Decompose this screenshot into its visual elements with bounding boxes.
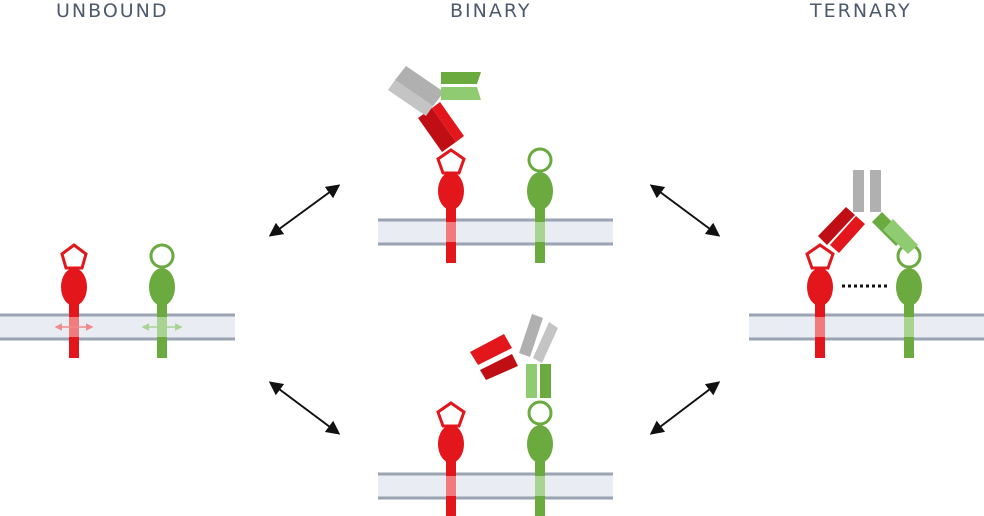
- pentagon-ligand-icon: [436, 148, 466, 175]
- bispecific-antibody: [470, 314, 558, 398]
- red-receptor: [436, 401, 466, 516]
- double-arrow-icon: [268, 381, 341, 435]
- pentagon-ligand-icon: [805, 243, 835, 270]
- circle-ligand-icon: [149, 243, 175, 269]
- membrane: [749, 313, 984, 341]
- red-receptor: [54, 243, 94, 358]
- label-unbound: UNBOUND: [56, 0, 169, 22]
- membrane: [378, 218, 613, 246]
- membrane: [378, 472, 613, 500]
- bispecific-antibody: [818, 170, 918, 254]
- binary-red-bound-state: [378, 66, 613, 263]
- green-receptor: [527, 147, 553, 263]
- green-receptor: [896, 243, 922, 358]
- red-receptor: [436, 148, 466, 263]
- green-receptor: [527, 400, 553, 516]
- circle-ligand-icon: [527, 400, 553, 426]
- green-receptor: [141, 243, 183, 358]
- bispecific-antibody: [388, 66, 481, 152]
- red-receptor: [805, 243, 835, 358]
- pentagon-ligand-icon: [60, 243, 88, 270]
- double-arrow-icon: [649, 184, 721, 237]
- ternary-state: [749, 170, 984, 358]
- label-binary: BINARY: [450, 0, 532, 22]
- double-arrow-icon: [649, 381, 721, 435]
- membrane: [0, 313, 235, 341]
- circle-ligand-icon: [527, 147, 553, 173]
- double-arrow-icon: [268, 184, 341, 237]
- pentagon-ligand-icon: [436, 401, 466, 428]
- label-ternary: TERNARY: [810, 0, 912, 22]
- binary-green-bound-state: [378, 314, 613, 516]
- unbound-state: [0, 243, 235, 358]
